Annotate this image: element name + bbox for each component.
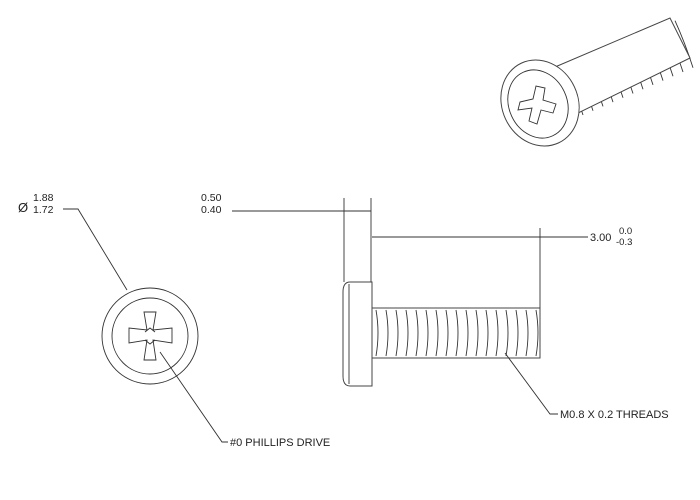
- thread-line: [405, 309, 409, 357]
- thread-line: [395, 309, 399, 357]
- diameter-max: 1.88: [33, 192, 54, 204]
- thread-line: [385, 309, 389, 357]
- length-tol-upper: 0.0: [619, 226, 632, 237]
- thread-line: [455, 309, 459, 357]
- side-view: [342, 281, 541, 387]
- thread-line: [475, 309, 479, 357]
- thread-line: [435, 309, 439, 357]
- drive-callout: #0 PHILLIPS DRIVE: [159, 351, 330, 449]
- thread-line: [415, 309, 419, 357]
- thread-line: [485, 309, 489, 357]
- thread-label: M0.8 X 0.2 THREADS: [560, 409, 669, 421]
- thread-line: [674, 20, 694, 68]
- head-height-min: 0.40: [201, 204, 222, 216]
- thread-line: [425, 309, 429, 357]
- diameter-symbol: Ø: [18, 200, 28, 215]
- length-tol-lower: -0.3: [616, 237, 632, 248]
- thread-line: [495, 309, 499, 357]
- thread-line: [535, 309, 539, 357]
- head-height-dimension: 0.50 0.40: [201, 192, 372, 282]
- thread-line: [445, 309, 449, 357]
- isometric-screw-view: [500, 17, 694, 147]
- thread-line: [465, 309, 469, 357]
- diameter-min: 1.72: [33, 204, 54, 216]
- thread-callout: M0.8 X 0.2 THREADS: [504, 352, 669, 421]
- diameter-dimension: Ø 1.88 1.72: [18, 192, 128, 291]
- thread-line: [505, 309, 509, 357]
- thread-line: [525, 309, 529, 357]
- thread-line: [375, 309, 379, 357]
- front-view: [101, 287, 199, 385]
- drive-label: #0 PHILLIPS DRIVE: [230, 437, 330, 449]
- thread-line: [515, 309, 519, 357]
- length-nominal: 3.00: [590, 232, 611, 244]
- length-dimension: 3.00 0.0 -0.3: [372, 226, 632, 308]
- head-height-max: 0.50: [201, 192, 222, 204]
